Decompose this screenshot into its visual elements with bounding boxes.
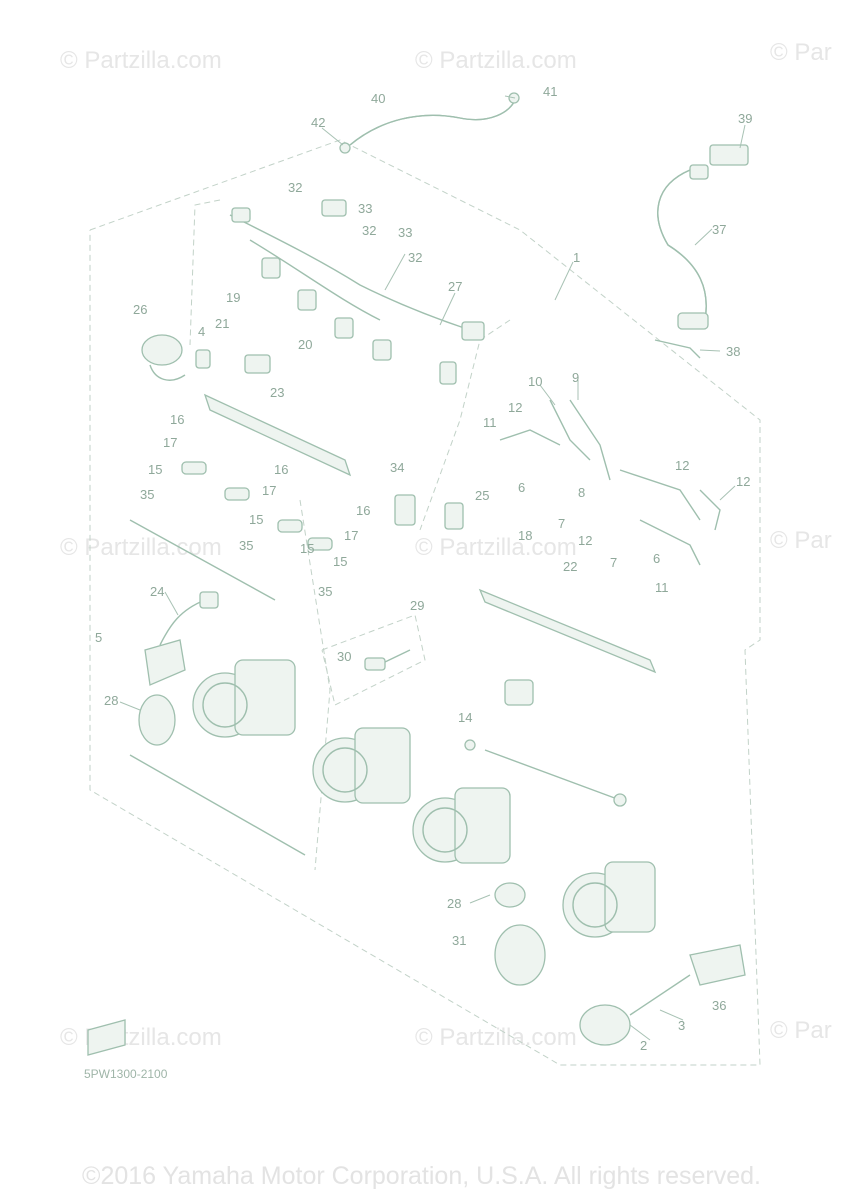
drawing-number: 5PW1300-2100 xyxy=(84,1067,168,1081)
watermark: © Par xyxy=(770,527,832,554)
callout-35: 35 xyxy=(140,487,154,502)
callout-8: 8 xyxy=(578,485,585,500)
watermark: © Partzilla.com xyxy=(60,1024,222,1051)
callout-10: 10 xyxy=(528,374,542,389)
callout-15: 15 xyxy=(333,554,347,569)
view-direction-icon xyxy=(87,1019,126,1056)
callout-12: 12 xyxy=(675,458,689,473)
parts-artwork xyxy=(87,92,749,1056)
watermark: © Par xyxy=(770,39,832,66)
callout-16: 16 xyxy=(274,462,288,477)
callout-15: 15 xyxy=(249,512,263,527)
callout-40: 40 xyxy=(371,91,385,106)
callout-28: 28 xyxy=(104,693,118,708)
copyright-notice: ©2016 Yamaha Motor Corporation, U.S.A. A… xyxy=(82,1162,761,1190)
callout-9: 9 xyxy=(572,370,579,385)
callout-41: 41 xyxy=(543,84,557,99)
callout-26: 26 xyxy=(133,302,147,317)
callout-33: 33 xyxy=(398,225,412,240)
callout-14: 14 xyxy=(458,710,472,725)
callout-29: 29 xyxy=(410,598,424,613)
callout-37: 37 xyxy=(712,222,726,237)
callout-16: 16 xyxy=(356,503,370,518)
callout-39: 39 xyxy=(738,111,752,126)
callout-7: 7 xyxy=(558,516,565,531)
callout-12: 12 xyxy=(508,400,522,415)
watermark: © Partzilla.com xyxy=(60,47,222,74)
callout-17: 17 xyxy=(163,435,177,450)
callout-32: 32 xyxy=(408,250,422,265)
callout-16: 16 xyxy=(170,412,184,427)
callout-24: 24 xyxy=(150,584,164,599)
callout-1: 1 xyxy=(573,250,580,265)
watermark-layer: © Partzilla.com © Partzilla.com © Par © … xyxy=(60,39,832,1051)
callout-15: 15 xyxy=(300,541,314,556)
callout-12: 12 xyxy=(736,474,750,489)
callout-27: 27 xyxy=(448,279,462,294)
callout-19: 19 xyxy=(226,290,240,305)
callout-5: 5 xyxy=(95,630,102,645)
callout-38: 38 xyxy=(726,344,740,359)
callout-18: 18 xyxy=(518,528,532,543)
callout-17: 17 xyxy=(262,483,276,498)
watermark: © Partzilla.com xyxy=(415,534,577,561)
watermark: © Par xyxy=(770,1017,832,1044)
callout-25: 25 xyxy=(475,488,489,503)
callout-35: 35 xyxy=(318,584,332,599)
callout-32: 32 xyxy=(288,180,302,195)
callout-17: 17 xyxy=(344,528,358,543)
callout-35: 35 xyxy=(239,538,253,553)
callout-6: 6 xyxy=(653,551,660,566)
callout-6: 6 xyxy=(518,480,525,495)
callout-33: 33 xyxy=(358,201,372,216)
callout-7: 7 xyxy=(610,555,617,570)
callout-32: 32 xyxy=(362,223,376,238)
callout-20: 20 xyxy=(298,337,312,352)
callout-30: 30 xyxy=(337,649,351,664)
callout-11: 11 xyxy=(483,415,497,430)
callout-42: 42 xyxy=(311,115,325,130)
callout-12: 12 xyxy=(578,533,592,548)
callout-31: 31 xyxy=(452,933,466,948)
watermark: © Partzilla.com xyxy=(415,47,577,74)
assembly-boundary xyxy=(89,139,761,1066)
callout-28: 28 xyxy=(447,896,461,911)
callout-3: 3 xyxy=(678,1018,685,1033)
callout-21: 21 xyxy=(215,316,229,331)
callout-labels: 1 2 3 4 5 6 6 7 7 8 9 10 11 11 12 12 12 … xyxy=(95,84,752,1053)
callout-4: 4 xyxy=(198,324,205,339)
callout-22: 22 xyxy=(563,559,577,574)
callout-34: 34 xyxy=(390,460,404,475)
callout-15: 15 xyxy=(148,462,162,477)
leader-lines xyxy=(119,95,746,1041)
callout-23: 23 xyxy=(270,385,284,400)
watermark: © Partzilla.com xyxy=(415,1024,577,1051)
callout-11: 11 xyxy=(655,580,669,595)
callout-36: 36 xyxy=(712,998,726,1013)
callout-2: 2 xyxy=(640,1038,647,1053)
